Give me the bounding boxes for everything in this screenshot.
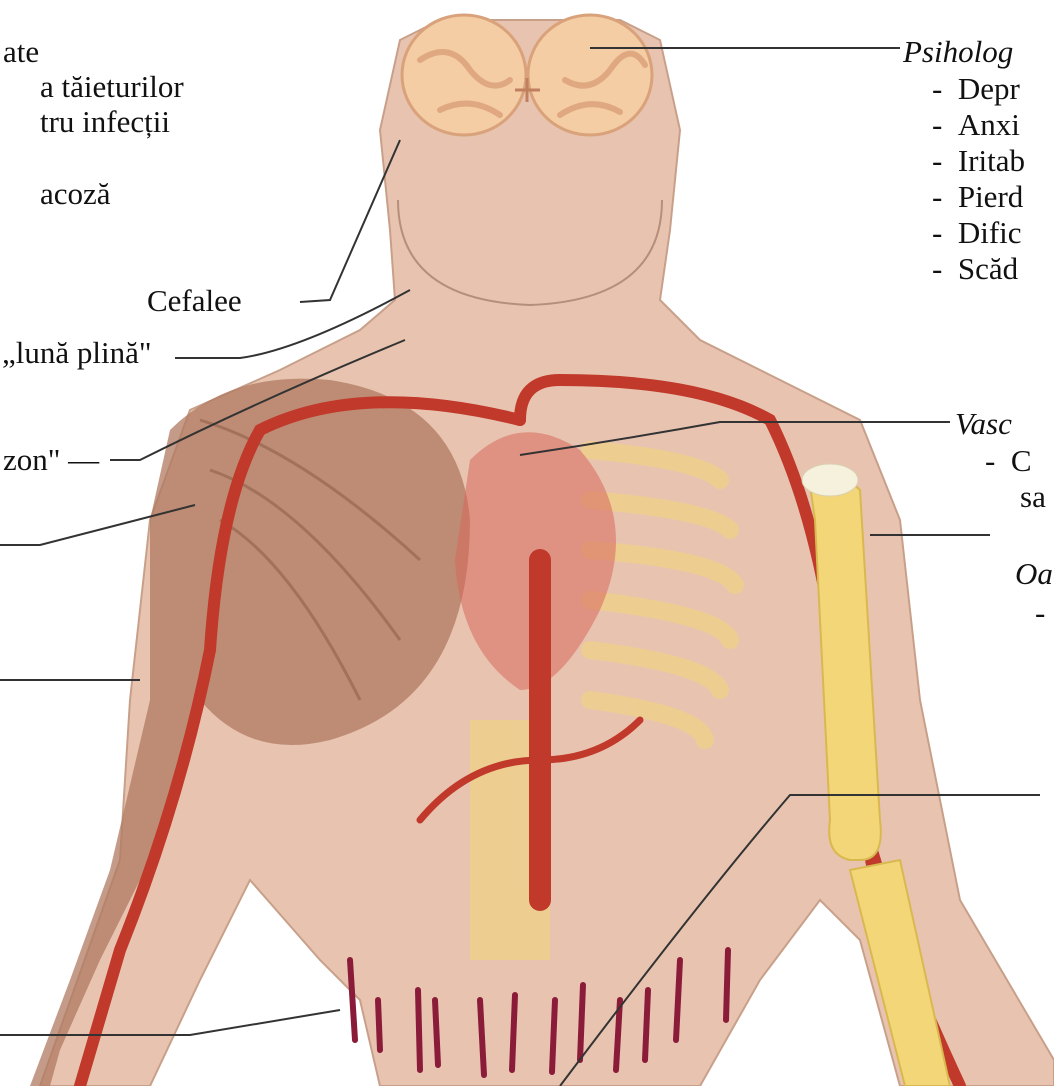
label-buffalo-hump: zon" — <box>3 444 99 475</box>
bone-header: Oa <box>1015 558 1053 589</box>
psych-item: - Anxi <box>932 109 1020 140</box>
bone-dash: - <box>1035 597 1045 628</box>
psych-item: - Dific <box>932 217 1022 248</box>
left-label-line-3: tru infecții <box>40 106 170 137</box>
psych-item: - Scăd <box>932 253 1018 284</box>
left-label-line-2: a tăieturilor <box>40 71 184 102</box>
vasc-header: Vasc <box>955 408 1012 439</box>
psych-item: - Iritab <box>932 145 1025 176</box>
label-moon-face: „lună plină" <box>2 337 152 368</box>
vasc-line-2: sa <box>1020 481 1046 512</box>
label-headache: Cefalee <box>147 285 242 316</box>
psych-header: Psiholog <box>903 36 1013 67</box>
left-label-line-4: acoză <box>40 178 111 209</box>
left-label-line-1: ate <box>3 36 39 67</box>
psych-item: - Depr <box>932 73 1020 104</box>
psych-item: - Pierd <box>932 181 1023 212</box>
vasc-line-1: - C <box>985 445 1032 476</box>
